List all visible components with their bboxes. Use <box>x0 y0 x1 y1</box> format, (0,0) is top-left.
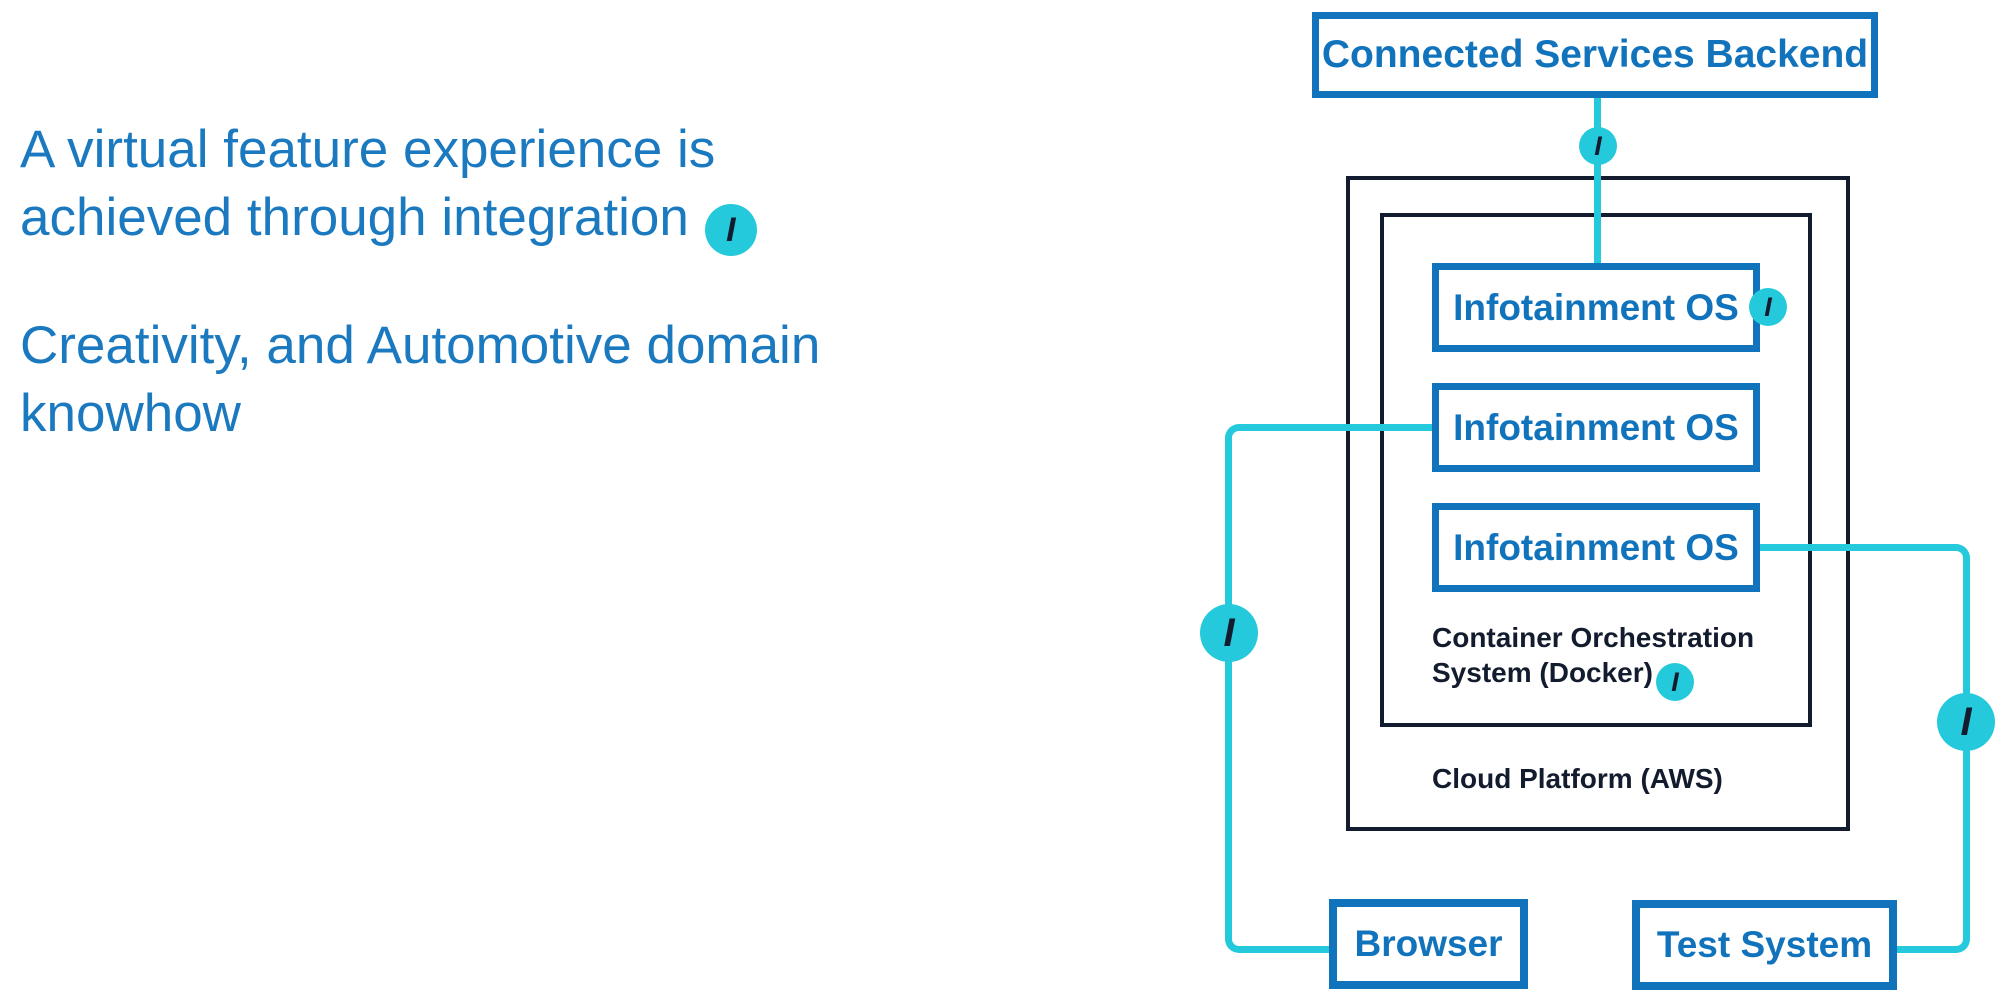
node-test-system: Test System <box>1632 900 1897 990</box>
node-infotainment-os-1: Infotainment OS <box>1432 263 1760 352</box>
info-marker-glyph: I <box>1594 130 1602 161</box>
connector-backend-to-ios <box>1594 97 1601 267</box>
node-infotainment-os-3: Infotainment OS <box>1432 503 1760 592</box>
browser-label: Browser <box>1354 923 1503 964</box>
intro-p2-line1: Creativity, and Automotive domain <box>20 316 821 375</box>
connector-ios3-to-testsystem <box>1760 544 1970 953</box>
intro-paragraph-2: Creativity, and Automotive domain knowho… <box>20 312 820 448</box>
test-system-label: Test System <box>1656 924 1873 965</box>
info-marker-icon: I <box>704 204 757 256</box>
connector-ios2-to-browser <box>1225 424 1432 953</box>
node-infotainment-os-2: Infotainment OS <box>1432 383 1760 472</box>
info-marker-icon: I <box>1579 127 1617 165</box>
orchestration-label: Container Orchestration System (Docker) <box>1432 620 1754 690</box>
intro-p2-line2: knowhow <box>20 384 241 443</box>
infotainment-os-label: Infotainment OS <box>1453 286 1739 328</box>
intro-p1-line1: A virtual feature experience is <box>20 120 716 179</box>
infotainment-os-label: Infotainment OS <box>1453 406 1739 448</box>
orchestration-line1: Container Orchestration <box>1432 622 1755 653</box>
info-marker-icon: I <box>1200 604 1258 662</box>
cloud-platform-label: Cloud Platform (AWS) <box>1432 763 1723 795</box>
node-browser: Browser <box>1329 899 1528 989</box>
info-marker-glyph: I <box>1960 699 1972 744</box>
cloud-platform-text: Cloud Platform (AWS) <box>1432 763 1723 794</box>
info-marker-icon: I <box>1656 663 1694 701</box>
intro-p1-line2: achieved through integration <box>20 188 689 247</box>
info-marker-glyph: I <box>726 211 736 249</box>
orchestration-line2: System (Docker) <box>1432 657 1653 688</box>
backend-label: Connected Services Backend <box>1321 33 1869 76</box>
node-connected-services-backend: Connected Services Backend <box>1312 12 1878 98</box>
info-marker-icon: I <box>1749 288 1787 326</box>
intro-paragraph-1: A virtual feature experience is achieved… <box>20 116 757 256</box>
info-marker-glyph: I <box>1671 666 1679 697</box>
infotainment-os-label: Infotainment OS <box>1453 526 1739 568</box>
info-marker-glyph: I <box>1764 291 1772 322</box>
info-marker-glyph: I <box>1223 610 1235 655</box>
info-marker-icon: I <box>1937 693 1995 751</box>
